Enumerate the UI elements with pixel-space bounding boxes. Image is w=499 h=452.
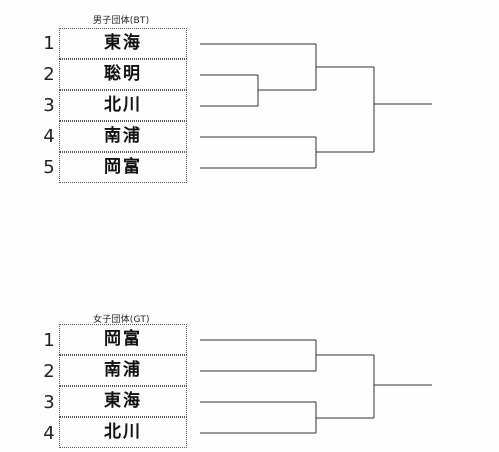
boys-team-5: 岡富 — [59, 152, 187, 183]
girls-bracket-title: 女子団体(GT) — [93, 315, 150, 325]
girls-team-1: 岡富 — [59, 324, 187, 355]
girls-seed-3: 3 — [43, 392, 55, 413]
boys-team-1: 東海 — [59, 28, 187, 59]
boys-bracket-title: 男子団体(BT) — [93, 16, 150, 26]
girls-seed-2: 2 — [43, 361, 55, 382]
boys-bracket-lines — [200, 43, 432, 169]
girls-bracket-lines — [200, 339, 432, 434]
girls-team-3: 東海 — [59, 386, 187, 417]
boys-team-4: 南浦 — [59, 121, 187, 152]
boys-seed-4: 4 — [43, 126, 55, 147]
boys-seed-2: 2 — [43, 64, 55, 85]
boys-seed-5: 5 — [43, 157, 55, 178]
boys-team-2: 聡明 — [59, 59, 187, 90]
boys-seed-1: 1 — [43, 33, 55, 54]
boys-seed-3: 3 — [43, 95, 55, 116]
girls-team-2: 南浦 — [59, 355, 187, 386]
boys-team-3: 北川 — [59, 90, 187, 121]
girls-team-4: 北川 — [59, 417, 187, 448]
girls-seed-1: 1 — [43, 330, 55, 351]
girls-seed-4: 4 — [43, 423, 55, 444]
